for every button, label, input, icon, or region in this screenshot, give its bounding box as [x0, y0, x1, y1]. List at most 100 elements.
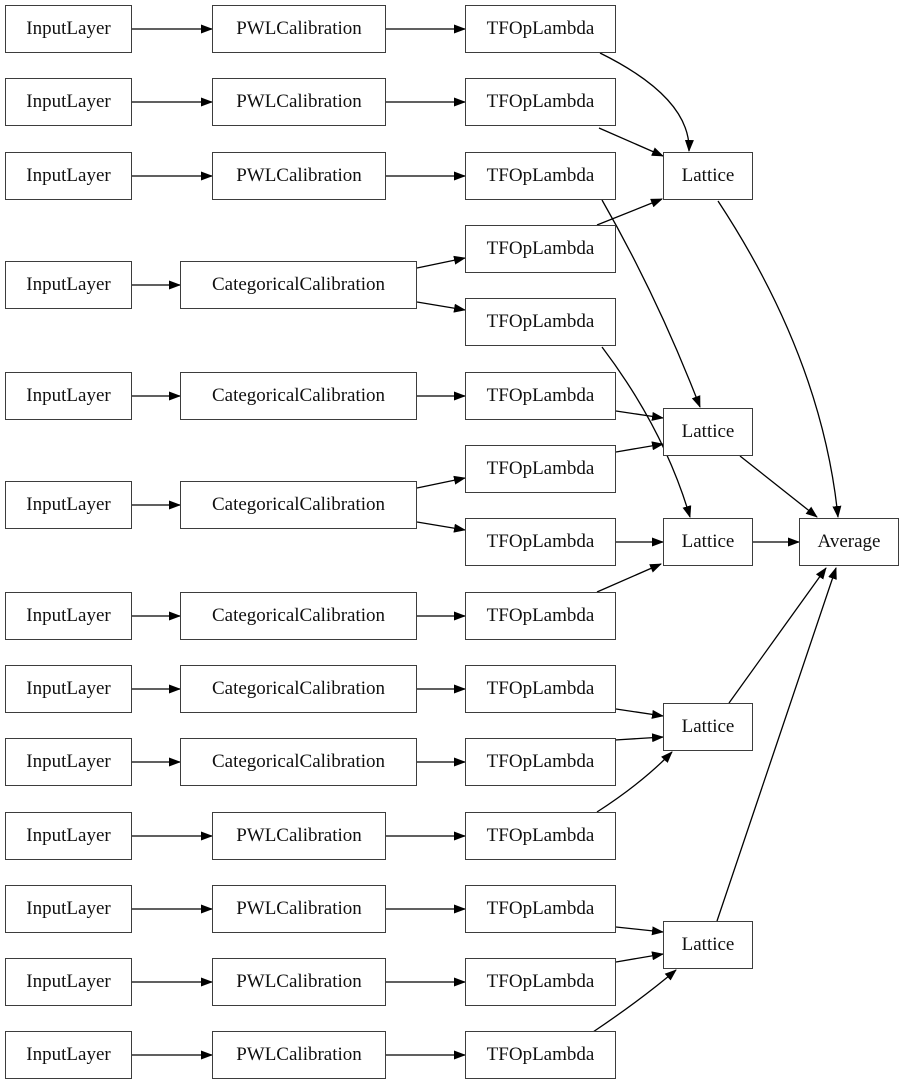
node-label: Lattice — [681, 715, 735, 737]
edge-t12-lat4 — [596, 751, 673, 813]
node-label: TFOpLambda — [486, 384, 595, 406]
edge-t3-lat2 — [601, 199, 701, 408]
node-input-layer: InputLayer — [5, 665, 132, 713]
node-label: InputLayer — [26, 384, 111, 406]
node-tfop-lambda: TFOpLambda — [465, 225, 616, 273]
node-label: InputLayer — [26, 17, 111, 39]
node-label: Lattice — [681, 164, 735, 186]
node-pwl-calibration: PWLCalibration — [212, 78, 386, 126]
node-input-layer: InputLayer — [5, 885, 132, 933]
edge-t7-lat2 — [615, 441, 664, 453]
node-label: CategoricalCalibration — [211, 384, 386, 406]
node-pwl-calibration: PWLCalibration — [212, 885, 386, 933]
node-input-layer: InputLayer — [5, 78, 132, 126]
node-label: PWLCalibration — [236, 90, 362, 112]
node-label: TFOpLambda — [486, 457, 595, 479]
node-input-layer: InputLayer — [5, 958, 132, 1006]
node-tfop-lambda: TFOpLambda — [465, 958, 616, 1006]
edge-t1-lat1 — [599, 52, 694, 152]
node-tfop-lambda: TFOpLambda — [465, 592, 616, 640]
node-label: TFOpLambda — [486, 604, 595, 626]
edge-lat2-avg — [739, 455, 818, 518]
node-lattice: Lattice — [663, 703, 753, 751]
node-label: InputLayer — [26, 824, 111, 846]
node-label: PWLCalibration — [236, 17, 362, 39]
node-tfop-lambda: TFOpLambda — [465, 885, 616, 933]
node-label: InputLayer — [26, 1043, 111, 1065]
edge-t9-lat3 — [596, 563, 662, 593]
node-average: Average — [799, 518, 899, 566]
node-input-layer: InputLayer — [5, 152, 132, 200]
edge-t10-lat4 — [615, 708, 664, 719]
node-categorical-calibration: CategoricalCalibration — [180, 372, 417, 420]
node-label: InputLayer — [26, 897, 111, 919]
node-tfop-lambda: TFOpLambda — [465, 812, 616, 860]
node-label: InputLayer — [26, 970, 111, 992]
node-label: PWLCalibration — [236, 1043, 362, 1065]
node-lattice: Lattice — [663, 152, 753, 200]
node-tfop-lambda: TFOpLambda — [465, 1031, 616, 1079]
edge-t11-lat4 — [614, 733, 664, 743]
node-tfop-lambda: TFOpLambda — [465, 665, 616, 713]
node-label: InputLayer — [26, 677, 111, 699]
node-categorical-calibration: CategoricalCalibration — [180, 592, 417, 640]
node-label: TFOpLambda — [486, 824, 595, 846]
node-label: TFOpLambda — [486, 310, 595, 332]
node-categorical-calibration: CategoricalCalibration — [180, 481, 417, 529]
edge-lat5-avg — [716, 567, 837, 922]
node-label: TFOpLambda — [486, 1043, 595, 1065]
node-label: TFOpLambda — [486, 90, 595, 112]
node-tfop-lambda: TFOpLambda — [465, 372, 616, 420]
node-pwl-calibration: PWLCalibration — [212, 958, 386, 1006]
edge-cal4-t5 — [416, 301, 466, 313]
node-label: CategoricalCalibration — [211, 677, 386, 699]
node-label: InputLayer — [26, 604, 111, 626]
node-label: Lattice — [681, 420, 735, 442]
node-lattice: Lattice — [663, 408, 753, 456]
edge-t13-lat5 — [615, 926, 664, 936]
node-label: TFOpLambda — [486, 677, 595, 699]
edge-t4-lat1 — [596, 198, 663, 226]
edge-lat4-avg — [728, 567, 827, 704]
node-label: PWLCalibration — [236, 970, 362, 992]
node-lattice: Lattice — [663, 518, 753, 566]
node-input-layer: InputLayer — [5, 5, 132, 53]
node-input-layer: InputLayer — [5, 261, 132, 309]
node-label: PWLCalibration — [236, 824, 362, 846]
node-categorical-calibration: CategoricalCalibration — [180, 665, 417, 713]
node-input-layer: InputLayer — [5, 372, 132, 420]
node-categorical-calibration: CategoricalCalibration — [180, 261, 417, 309]
node-label: PWLCalibration — [236, 164, 362, 186]
node-tfop-lambda: TFOpLambda — [465, 445, 616, 493]
node-label: CategoricalCalibration — [211, 493, 386, 515]
node-input-layer: InputLayer — [5, 1031, 132, 1079]
node-pwl-calibration: PWLCalibration — [212, 812, 386, 860]
edge-t2-lat1 — [598, 127, 664, 157]
node-label: Lattice — [681, 530, 735, 552]
node-label: InputLayer — [26, 493, 111, 515]
node-label: Average — [817, 530, 881, 552]
node-tfop-lambda: TFOpLambda — [465, 5, 616, 53]
node-label: TFOpLambda — [486, 17, 595, 39]
node-pwl-calibration: PWLCalibration — [212, 1031, 386, 1079]
edge-lat1-avg — [717, 200, 842, 518]
node-label: TFOpLambda — [486, 164, 595, 186]
node-label: InputLayer — [26, 273, 111, 295]
node-tfop-lambda: TFOpLambda — [465, 738, 616, 786]
node-label: InputLayer — [26, 90, 111, 112]
node-label: CategoricalCalibration — [211, 604, 386, 626]
node-label: TFOpLambda — [486, 897, 595, 919]
edge-t5-lat3 — [601, 346, 692, 518]
edge-cal6-t8 — [416, 521, 466, 533]
node-label: InputLayer — [26, 750, 111, 772]
edge-t15-lat5 — [592, 969, 677, 1033]
node-label: PWLCalibration — [236, 897, 362, 919]
node-label: TFOpLambda — [486, 530, 595, 552]
node-input-layer: InputLayer — [5, 812, 132, 860]
node-label: Lattice — [681, 933, 735, 955]
node-tfop-lambda: TFOpLambda — [465, 298, 616, 346]
node-lattice: Lattice — [663, 921, 753, 969]
node-tfop-lambda: TFOpLambda — [465, 152, 616, 200]
